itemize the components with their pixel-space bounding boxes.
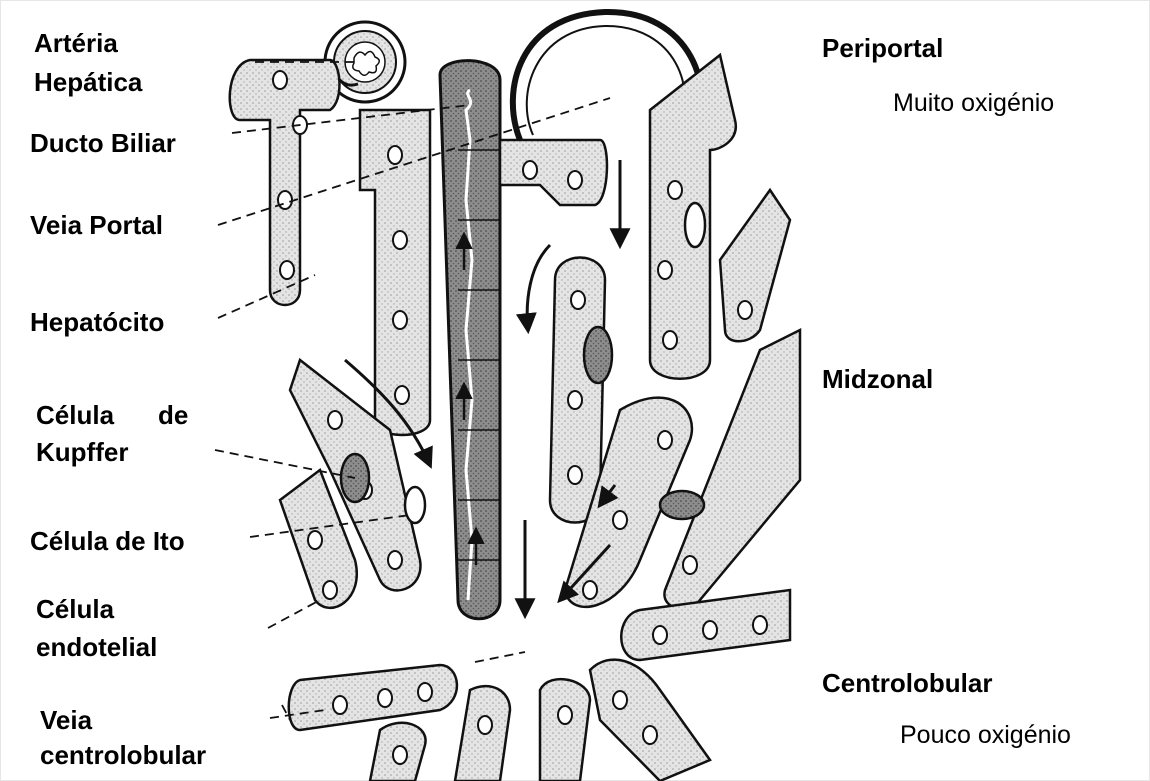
- label-arteria-hepatica-line2: Hepática: [34, 67, 142, 97]
- label-ducto-biliar: Ducto Biliar: [30, 128, 176, 158]
- bile-duct-channel: [440, 61, 500, 619]
- zone-centrolobular-note: Pouco oxigénio: [900, 720, 1071, 750]
- label-kupffer-line2: Kupffer: [36, 437, 128, 467]
- label-endotelial-line1: Célula: [36, 594, 114, 624]
- label-arteria-hepatica-line1: Artéria: [34, 28, 118, 58]
- label-kupffer-line1: Célula: [36, 400, 114, 430]
- zone-periportal-note: Muito oxigénio: [893, 88, 1054, 118]
- label-celula-de-ito: Célula de Ito: [30, 526, 185, 556]
- label-hepatocito: Hepatócito: [30, 307, 164, 337]
- label-endotelial-line2: endotelial: [36, 632, 157, 662]
- hepatocyte-cords: [230, 55, 800, 781]
- label-veia-centrolobular-line1: Veia: [40, 705, 92, 735]
- zone-midzonal: Midzonal: [822, 364, 933, 394]
- label-veia-portal: Veia Portal: [30, 210, 163, 240]
- label-kupffer-de: de: [158, 400, 188, 430]
- zone-periportal: Periportal: [822, 33, 943, 63]
- label-veia-centrolobular-line2: centrolobular: [40, 740, 206, 770]
- zone-centrolobular: Centrolobular: [822, 668, 992, 698]
